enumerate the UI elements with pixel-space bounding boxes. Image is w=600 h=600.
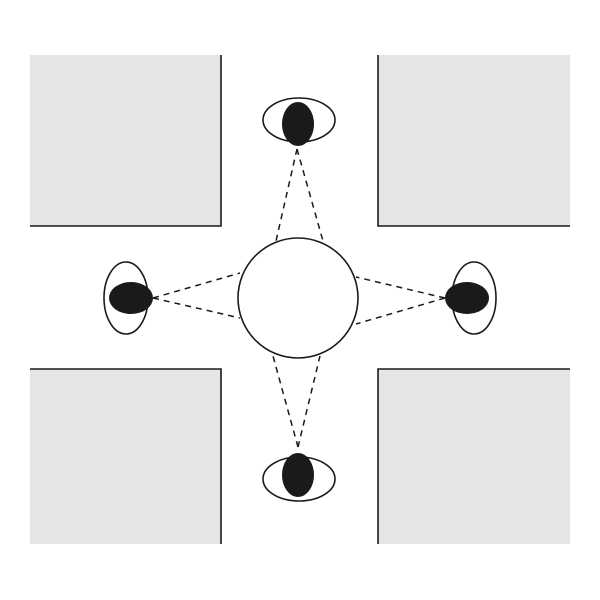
block-top-left-fill: [30, 55, 221, 226]
viewer-right: [445, 261, 497, 335]
block-top-left: [30, 55, 222, 227]
viewer-top-pupil: [282, 102, 314, 146]
block-bottom-left-edge: [30, 368, 222, 544]
block-bottom-right-edge: [377, 368, 570, 544]
viewer-left: [103, 261, 153, 335]
block-top-right: [377, 55, 570, 227]
viewer-bottom-pupil: [282, 453, 314, 497]
sight-line-right-top: [355, 276, 446, 299]
corner-blocks: [30, 55, 570, 544]
sight-line-top-left: [275, 148, 298, 242]
block-bottom-left: [30, 368, 222, 544]
sight-lines: [152, 148, 446, 448]
sight-line-top-right: [296, 148, 324, 242]
viewer-bottom: [262, 453, 336, 502]
sight-line-left-top: [152, 272, 241, 299]
viewer-left-pupil: [109, 282, 153, 314]
sight-line-bottom-right: [297, 355, 321, 448]
viewer-top: [262, 97, 336, 146]
center-circle: [237, 237, 359, 359]
block-bottom-left-fill: [30, 369, 221, 544]
sight-line-right-bottom: [355, 297, 446, 325]
block-top-right-edge: [377, 55, 570, 227]
viewer-right-pupil: [445, 282, 489, 314]
block-bottom-right-fill: [378, 369, 570, 544]
block-bottom-right: [377, 368, 570, 544]
block-top-right-fill: [378, 55, 570, 226]
sight-line-bottom-left: [272, 355, 299, 448]
sight-line-left-bottom: [152, 297, 241, 319]
block-top-left-edge: [30, 55, 222, 227]
